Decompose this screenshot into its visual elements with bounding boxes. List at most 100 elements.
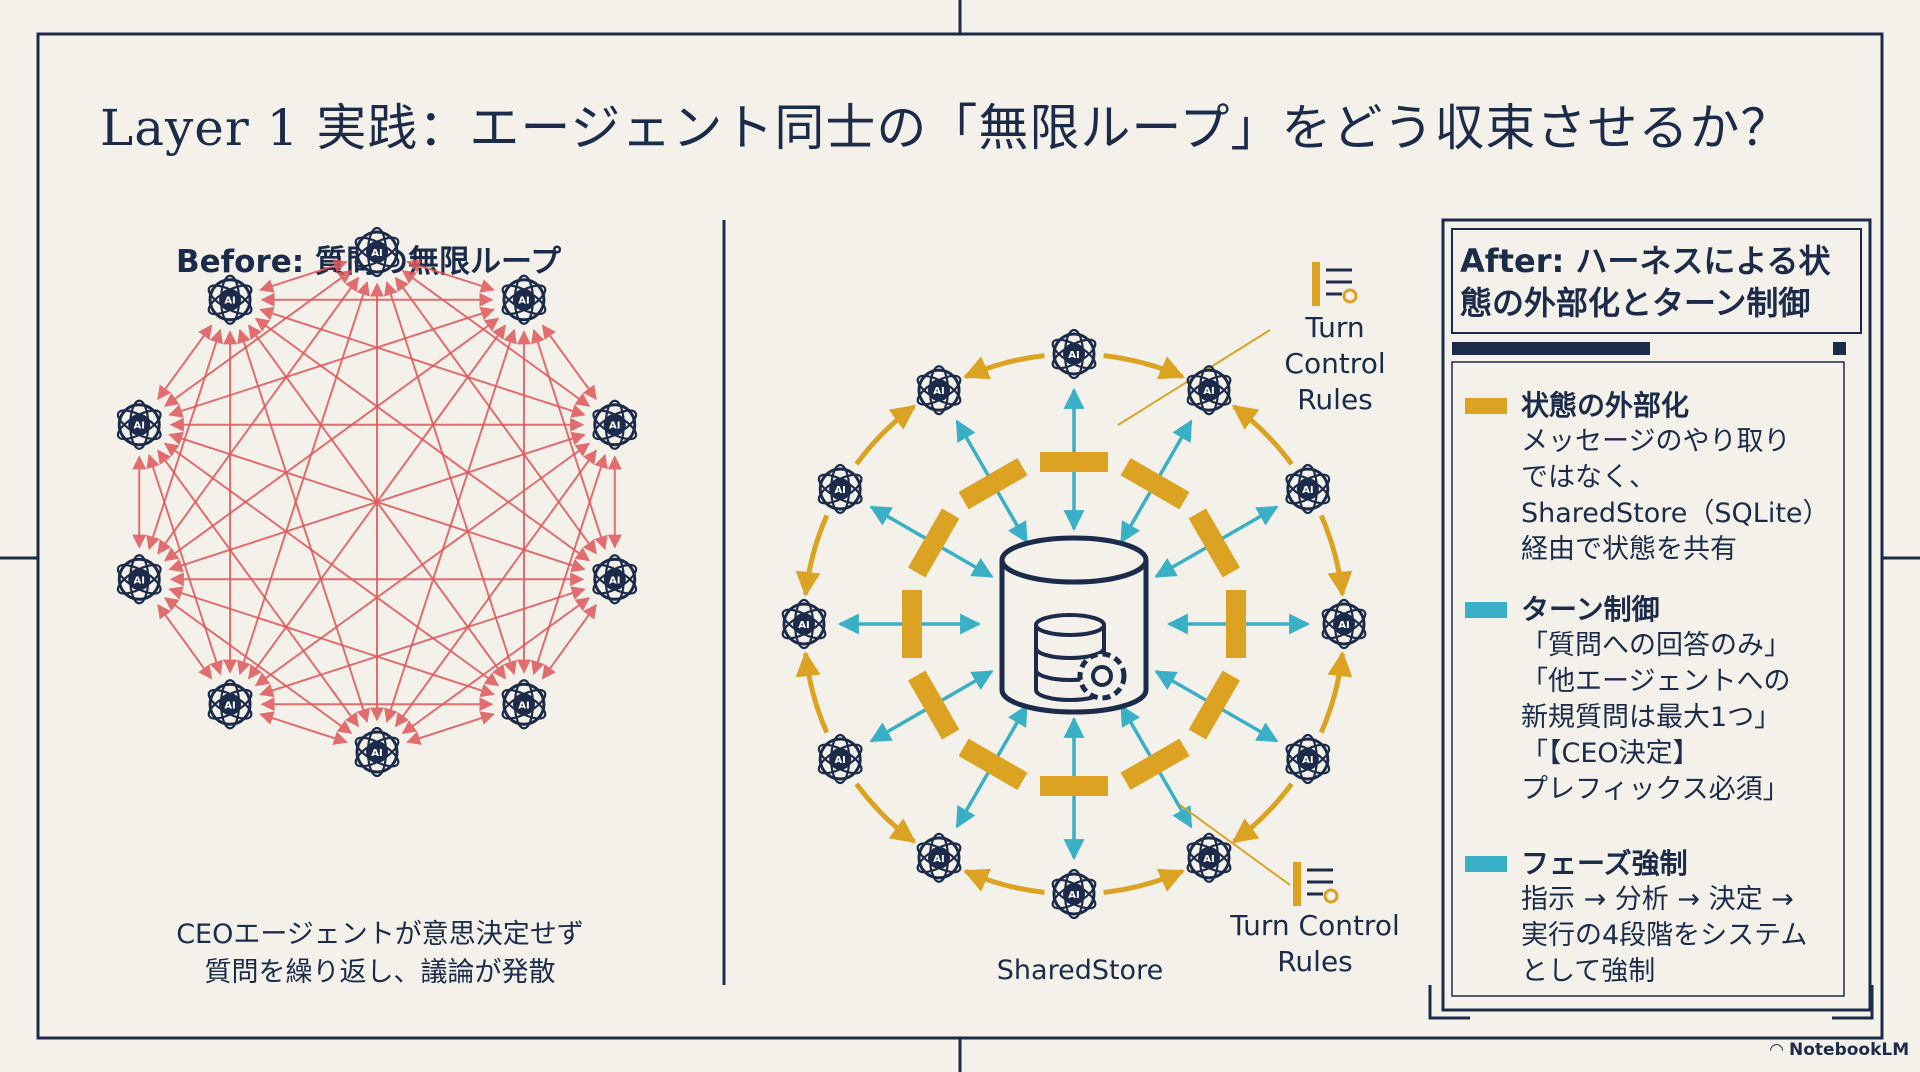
node-ai-label: AI — [518, 700, 529, 711]
turn-control-rules-label-top: Turn Control Rules — [1284, 311, 1386, 416]
notebooklm-icon: ◠ — [1770, 1040, 1789, 1060]
node-ai-label: AI — [834, 755, 845, 766]
ring-arrow — [795, 651, 830, 734]
node-ai-label: AI — [224, 296, 235, 307]
before-node-8: AI — [116, 399, 162, 450]
turn-gate — [958, 458, 1028, 510]
legend-title: フェーズ強制 — [1521, 847, 1688, 880]
loop-arrow — [259, 259, 348, 293]
node-ai-label: AI — [609, 575, 620, 586]
rules-leader-bottom — [1179, 804, 1291, 886]
agent-node-11: AI — [916, 365, 962, 416]
loop-arrow — [237, 328, 370, 723]
node-ai-label: AI — [1068, 350, 1079, 361]
agent-node-1: AI — [1186, 365, 1232, 416]
node-ai-label: AI — [1338, 620, 1349, 631]
rules-icon-top — [1312, 262, 1358, 306]
node-ai-label: AI — [1302, 485, 1313, 496]
node-ai-label: AI — [798, 620, 809, 631]
sharedstore-diagram: AI AI AI AI AI AI AI AI AI AI AI AI — [781, 262, 1367, 920]
agent-node-7: AI — [916, 832, 962, 883]
agent-node-2: AI — [1285, 463, 1331, 515]
node-ai-label: AI — [1302, 755, 1313, 766]
before-node-5: AI — [354, 726, 400, 778]
loop-diagram: AI AI AI AI AI AI AI AI AI AI — [116, 226, 638, 778]
before-node-0: AI — [354, 226, 400, 278]
agent-node-9: AI — [781, 598, 827, 650]
agent-node-8: AI — [817, 733, 863, 785]
ring-arrow — [1318, 651, 1353, 734]
ring-arrow — [1103, 868, 1185, 895]
node-ai-label: AI — [371, 748, 382, 759]
sharedstore-label: SharedStore — [996, 955, 1164, 986]
rules-icon-bottom — [1293, 862, 1339, 906]
node-ai-label: AI — [834, 485, 845, 496]
loop-arrow — [157, 324, 213, 400]
node-ai-label: AI — [933, 854, 944, 865]
node-ai-label: AI — [518, 296, 529, 307]
ring-arrow — [1231, 404, 1294, 466]
turn-gate — [1040, 452, 1108, 472]
turn-gate — [1188, 670, 1240, 740]
legend-item-state-externalization: 状態の外部化 メッセージのやり取り ではなく、 SharedStore（SQLi… — [1465, 388, 1845, 568]
ring-arrow — [963, 868, 1045, 895]
ring-arrow — [854, 782, 917, 844]
turn-gate — [902, 590, 922, 658]
turn-gate — [1226, 590, 1246, 658]
turn-gate — [1040, 776, 1108, 796]
after-panel — [1441, 218, 1872, 1012]
after-heading: After: ハーネスによる状態の外部化とターン制御 — [1460, 242, 1831, 322]
node-ai-label: AI — [1203, 854, 1214, 865]
agent-node-5: AI — [1186, 832, 1232, 883]
legend-body: メッセージのやり取り ではなく、 SharedStore（SQLite） 経由で… — [1521, 426, 1830, 565]
turn-gate — [1120, 458, 1190, 510]
agent-node-0: AI — [1051, 328, 1097, 380]
ring-arrow — [1318, 514, 1353, 597]
node-ai-label: AI — [134, 421, 145, 432]
ring-arrow — [1231, 782, 1294, 844]
ring-arrow — [1103, 353, 1185, 380]
turn-gate — [908, 670, 960, 740]
before-node-1: AI — [501, 274, 547, 325]
ring-arrow — [963, 353, 1045, 380]
before-node-9: AI — [207, 274, 253, 325]
turn-gate — [1188, 508, 1240, 578]
loop-arrow — [406, 711, 495, 745]
ring-arrow — [854, 404, 917, 466]
before-node-6: AI — [207, 679, 253, 730]
legend-body: 指示 → 分析 → 決定 → 実行の4段階をシステム として強制 — [1521, 884, 1808, 987]
node-ai-label: AI — [224, 700, 235, 711]
node-ai-label: AI — [933, 386, 944, 397]
turn-gate — [1120, 738, 1190, 790]
before-node-3: AI — [592, 554, 638, 605]
before-node-4: AI — [501, 679, 547, 730]
notebooklm-logo: ◠ NotebookLM — [1770, 1040, 1910, 1060]
agent-node-3: AI — [1321, 598, 1367, 650]
legend-item-phase-enforcement: フェーズ強制 指示 → 分析 → 決定 → 実行の4段階をシステム として強制 — [1465, 846, 1845, 990]
turn-control-rules-label-bottom: Turn Control Rules — [1230, 909, 1400, 978]
turn-gate — [908, 508, 960, 578]
node-ai-label: AI — [1068, 890, 1079, 901]
legend-title: ターン制御 — [1521, 593, 1660, 626]
agent-node-4: AI — [1285, 733, 1331, 785]
node-ai-label: AI — [1203, 386, 1214, 397]
legend-swatch-cyan — [1465, 602, 1507, 618]
turn-gate — [958, 738, 1028, 790]
legend-swatch-gold — [1465, 398, 1507, 414]
legend-title: 状態の外部化 — [1521, 389, 1690, 422]
node-ai-label: AI — [371, 248, 382, 259]
database-icon — [999, 535, 1149, 715]
slide-title: Layer 1 実践：エージェント同士の「無限ループ」をどう収束させるか？ — [100, 99, 1792, 157]
agent-node-10: AI — [817, 463, 863, 515]
legend-body: 「質問への回答のみ」 「他エージェントへの 新規質問は最大1つ」 「【CEO決定… — [1521, 630, 1791, 805]
node-ai-label: AI — [134, 575, 145, 586]
before-node-7: AI — [116, 554, 162, 605]
before-caption: CEOエージェントが意思決定せず 質問を繰り返し、議論が発散 — [176, 919, 584, 988]
before-node-2: AI — [592, 399, 638, 450]
legend-swatch-cyan — [1465, 856, 1507, 872]
agent-node-6: AI — [1051, 868, 1097, 920]
legend-item-turn-control: ターン制御 「質問への回答のみ」 「他エージェントへの 新規質問は最大1つ」 「… — [1465, 592, 1845, 808]
node-ai-label: AI — [609, 421, 620, 432]
ring-arrow — [795, 514, 830, 597]
